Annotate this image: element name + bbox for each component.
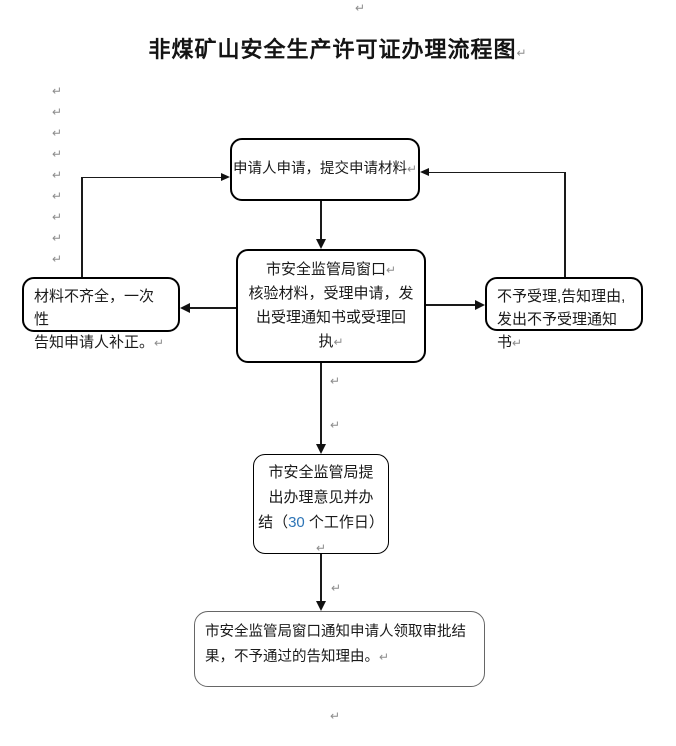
node-review-line1: 市安全监管局窗口↵ — [266, 258, 396, 282]
node-decision: 市安全监管局提 出办理意见并办 结（30 个工作日） ↵ — [253, 454, 389, 555]
paragraph-mark: ↵ — [385, 263, 397, 277]
paragraph-mark: ↵ — [333, 335, 344, 349]
paragraph-mark: ↵ — [52, 126, 63, 140]
feedback-reject-hline — [429, 171, 565, 173]
node-reject-line2: 发出不予受理通知书↵ — [497, 308, 631, 355]
node-decision-workdays-number: 30 — [288, 513, 305, 531]
paragraph-mark: ↵ — [330, 374, 341, 388]
node-result-line2-text: 果，不予通过的告知理由。 — [205, 649, 379, 665]
node-result: 市安全监管局窗口通知申请人领取审批结 果，不予通过的告知理由。↵ — [194, 611, 485, 687]
arrowhead-right-incomplete-to-apply — [221, 173, 230, 181]
paragraph-mark: ↵ — [406, 162, 418, 176]
feedback-incomplete-hline — [81, 176, 222, 178]
arrowhead-down-review-to-decision — [316, 444, 326, 454]
node-reject: 不予受理,告知理由, 发出不予受理通知书↵ — [485, 277, 643, 351]
connector-review-to-incomplete — [190, 307, 236, 309]
paragraph-mark: ↵ — [52, 252, 63, 266]
paragraph-mark: ↵ — [52, 189, 63, 203]
node-result-line1: 市安全监管局窗口通知申请人领取审批结 — [205, 624, 466, 640]
paragraph-mark: ↵ — [315, 540, 327, 555]
node-review-line3: 出受理通知书或受理回 — [255, 309, 406, 326]
node-incomplete: 材料不齐全，一次性 告知申请人补正。↵ — [22, 277, 180, 351]
node-reject-line1: 不予受理,告知理由, — [497, 288, 626, 305]
arrowhead-down-decision-to-result — [316, 601, 326, 611]
node-decision-line2: 出办理意见并办 — [268, 488, 374, 506]
paragraph-mark: ↵ — [154, 336, 165, 350]
node-decision-line3-pre: 结（ — [258, 513, 289, 531]
node-reject-line2-text: 发出不予受理通知书 — [497, 311, 618, 351]
paragraph-mark: ↵ — [52, 210, 63, 224]
paragraph-mark: ↵ — [379, 650, 390, 664]
paragraph-mark: ↵ — [52, 231, 63, 245]
page-title-text: 非煤矿山安全生产许可证办理流程图 — [148, 37, 517, 62]
node-review: 市安全监管局窗口↵ 核验材料，受理申请，发 出受理通知书或受理回 执↵ — [236, 249, 426, 363]
connector-decision-to-result — [320, 554, 322, 602]
paragraph-mark: ↵ — [52, 105, 63, 119]
page-title: 非煤矿山安全生产许可证办理流程图↵ — [0, 32, 676, 64]
paragraph-mark: ↵ — [516, 46, 528, 60]
feedback-incomplete-vline — [81, 177, 83, 277]
paragraph-mark: ↵ — [331, 581, 342, 595]
paragraph-mark: ↵ — [52, 168, 63, 182]
node-review-line1-text: 市安全监管局窗口 — [265, 261, 386, 278]
paragraph-mark: ↵ — [330, 709, 341, 723]
node-incomplete-line1: 材料不齐全，一次性 — [34, 288, 155, 328]
node-apply-text: 申请人申请，提交申请材料↵ — [233, 158, 417, 181]
arrowhead-down-apply-to-review — [316, 239, 326, 249]
connector-review-to-reject — [426, 304, 476, 306]
feedback-reject-vline — [564, 172, 566, 277]
node-review-line4-text: 执 — [318, 333, 334, 350]
arrowhead-right-review-to-reject — [475, 300, 485, 310]
node-decision-line3: 结（30 个工作日） ↵ — [254, 510, 388, 561]
connector-apply-to-review — [320, 201, 322, 242]
node-review-line2: 核验材料，受理申请，发 — [248, 285, 414, 302]
node-apply: 申请人申请，提交申请材料↵ — [230, 138, 420, 201]
node-result-line2: 果，不予通过的告知理由。↵ — [205, 645, 474, 670]
paragraph-mark: ↵ — [512, 336, 523, 350]
paragraph-mark: ↵ — [52, 147, 63, 161]
node-decision-line1: 市安全监管局提 — [268, 463, 374, 481]
node-incomplete-line2-text: 告知申请人补正。 — [34, 334, 155, 351]
node-incomplete-line2: 告知申请人补正。↵ — [34, 331, 168, 355]
paragraph-mark: ↵ — [355, 1, 366, 15]
paragraph-mark: ↵ — [52, 84, 63, 98]
node-apply-line1: 申请人申请，提交申请材料 — [232, 161, 407, 177]
node-review-line4: 执↵ — [318, 330, 343, 354]
node-decision-line3-post: 个工作日） — [304, 513, 384, 531]
arrowhead-left-reject-to-apply — [420, 168, 429, 176]
connector-review-to-decision — [320, 363, 322, 445]
arrowhead-left-review-to-incomplete — [180, 303, 190, 313]
paragraph-mark: ↵ — [330, 418, 341, 432]
